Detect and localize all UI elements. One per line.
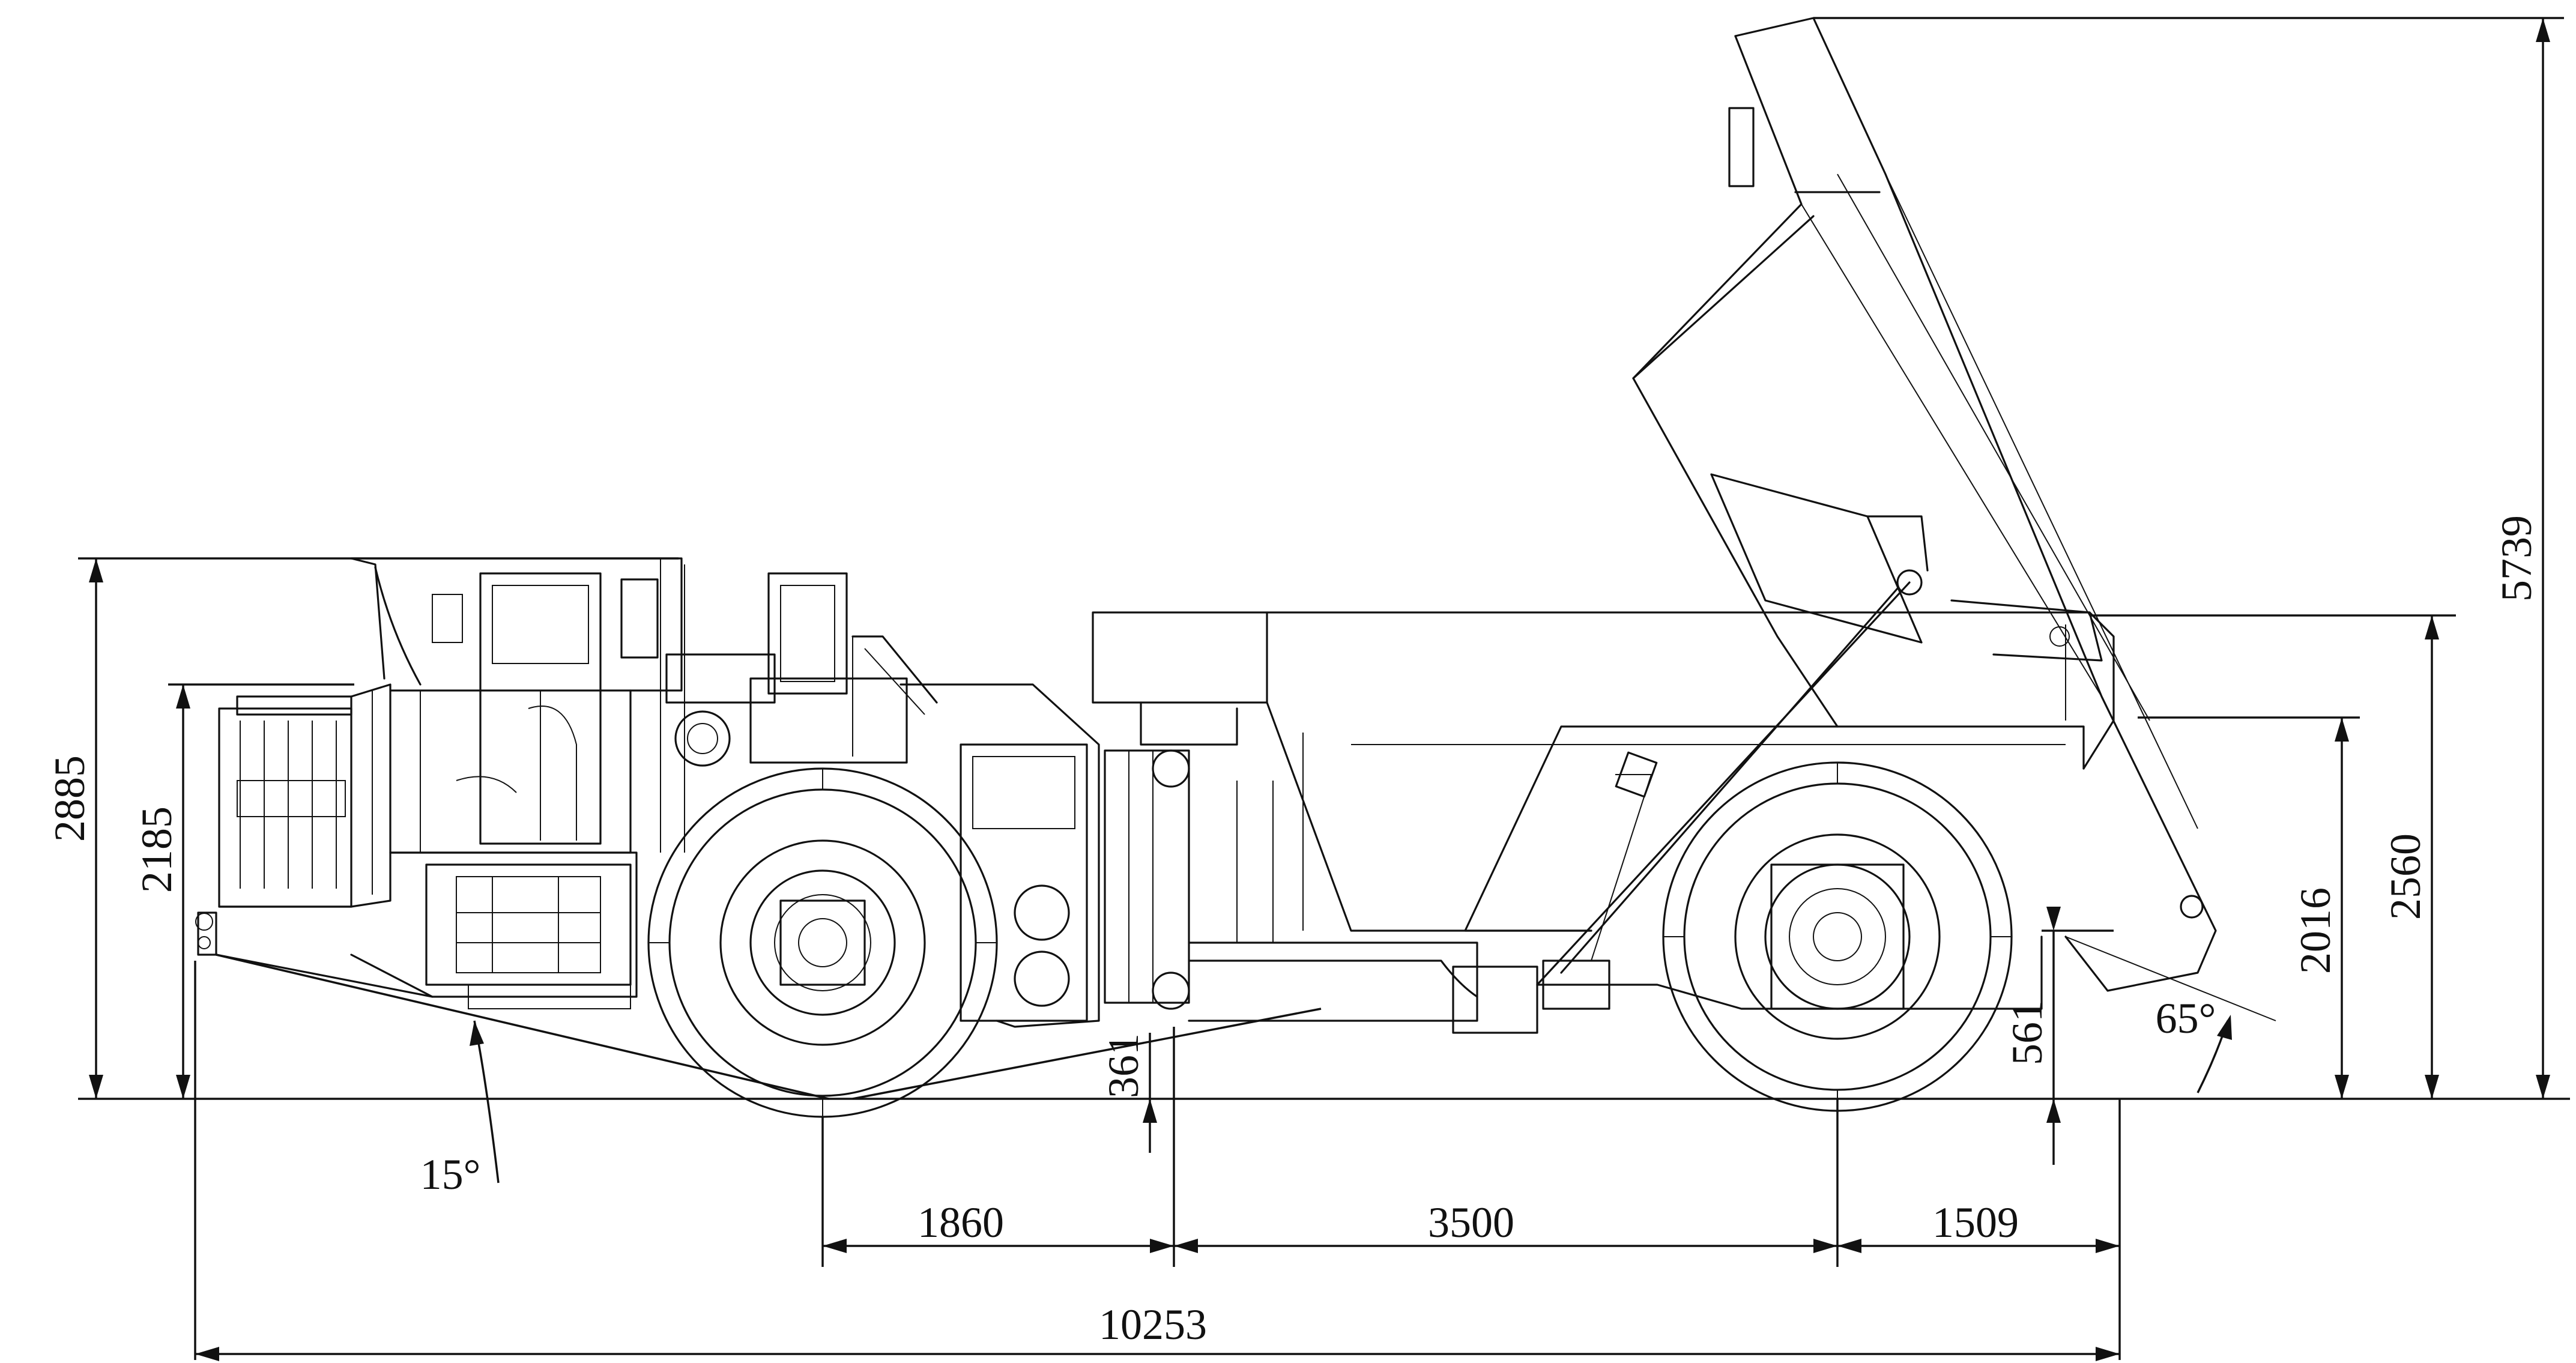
dim-front-height: 2185 [133, 806, 181, 893]
dim-horizontal-chain [821, 1027, 2121, 1267]
dump-body-lowered [1092, 611, 2115, 932]
truck-outline [195, 17, 2217, 1118]
dim-overall-height: 2885 [46, 755, 94, 842]
dim-overall-length: 10253 [1099, 1301, 1207, 1349]
dim-overall-length-line [194, 961, 2121, 1361]
front-radiator [195, 695, 352, 956]
dim-ground-clearance-line [1143, 1033, 1157, 1153]
dim-dump-angle-lines [2065, 936, 2276, 1093]
articulation-area [665, 653, 1190, 1028]
dim-rear-clearance: 561 [2003, 1000, 2051, 1065]
dim-right-verticals [1813, 17, 2564, 1099]
dim-front-overhang: 1860 [918, 1198, 1004, 1247]
dim-wheelbase: 3500 [1428, 1198, 1514, 1247]
dim-rear-clearance-line [2042, 907, 2114, 1165]
front-tyre [647, 767, 998, 1118]
dim-body-tipped-height: 5739 [2493, 515, 2541, 602]
hoist-cylinder [1536, 581, 1911, 986]
dim-rear-overhang: 1509 [1932, 1198, 2019, 1247]
dim-body-height: 2560 [2381, 833, 2429, 920]
dim-dump-angle: 65° [2156, 994, 2216, 1042]
dim-departure-angle: 15° [420, 1150, 481, 1198]
dim-left-verticals [78, 557, 679, 1099]
exhaust-guard [767, 572, 938, 757]
front-frame [215, 683, 638, 1009]
dump-body-raised [1632, 17, 2217, 992]
rear-frame [1188, 781, 2043, 1034]
operator-cab [350, 557, 685, 895]
dim-departure-angle-lines [216, 953, 1322, 1183]
rear-tyre [1662, 761, 2013, 1112]
dim-rear-hinge-height: 2016 [2291, 887, 2339, 974]
